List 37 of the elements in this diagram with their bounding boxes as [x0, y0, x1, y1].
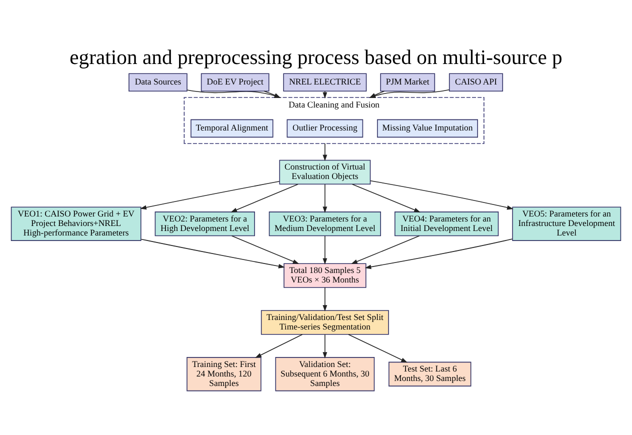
node-box: Missing Value Imputation: [377, 119, 478, 138]
node-box: Temporal Alignment: [190, 119, 274, 138]
node-box: VEO2: Parameters for a High Development Level: [154, 212, 255, 236]
arrow: [322, 90, 328, 99]
arrow: [322, 143, 328, 162]
arrow: [322, 236, 328, 265]
arrow: [369, 89, 450, 98]
node-box: Test Set: Last 6 Months, 30 Samples: [388, 362, 472, 386]
arrow: [140, 238, 285, 268]
node-box: DoE EV Project: [200, 73, 270, 92]
node-box: VEO1: CAISO Power Grid + EV Project Behaviors+NREL High-performance Parameters: [10, 206, 142, 241]
node-box: VEO4: Parameters for an Initial Development Level: [394, 212, 499, 236]
node-box: Training/Validation/Test Set Split Time-series Segmentation: [260, 310, 389, 335]
node-box: PJM Market: [380, 73, 436, 92]
arrow: [322, 184, 328, 213]
arrow: [231, 236, 300, 264]
node-box: VEO3: Parameters for a Medium Development Level: [268, 212, 381, 236]
node-box: Outlier Processing: [286, 119, 364, 138]
node-box: VEO5: Parameters for an Infrastructure Development Level: [512, 206, 622, 241]
node-box: Training Set: First 24 Months, 120 Samples: [186, 357, 262, 392]
node-box: CAISO API: [448, 73, 504, 92]
arrow: [348, 334, 408, 363]
node-box: Validation Set: Subsequent 6 Months, 30 Samples: [275, 357, 375, 392]
node-box: Data Sources: [128, 73, 188, 92]
arrow: [255, 334, 303, 358]
arrow: [351, 236, 420, 264]
arrow: [370, 180, 514, 210]
arrow: [230, 184, 298, 212]
node-box: NREL ELECTRICE: [283, 73, 367, 92]
diagram-title: egration and preprocessing process based on multi-source p: [70, 46, 562, 69]
node-box: Total 180 Samples 5 VEOs × 36 Months: [284, 263, 366, 288]
arrow: [322, 287, 328, 312]
arrow: [322, 334, 328, 358]
arrow: [140, 181, 280, 210]
arrow: [364, 238, 513, 270]
node-box: Construction of Virtual Evaluation Objects: [279, 160, 371, 184]
arrow: [352, 184, 420, 212]
